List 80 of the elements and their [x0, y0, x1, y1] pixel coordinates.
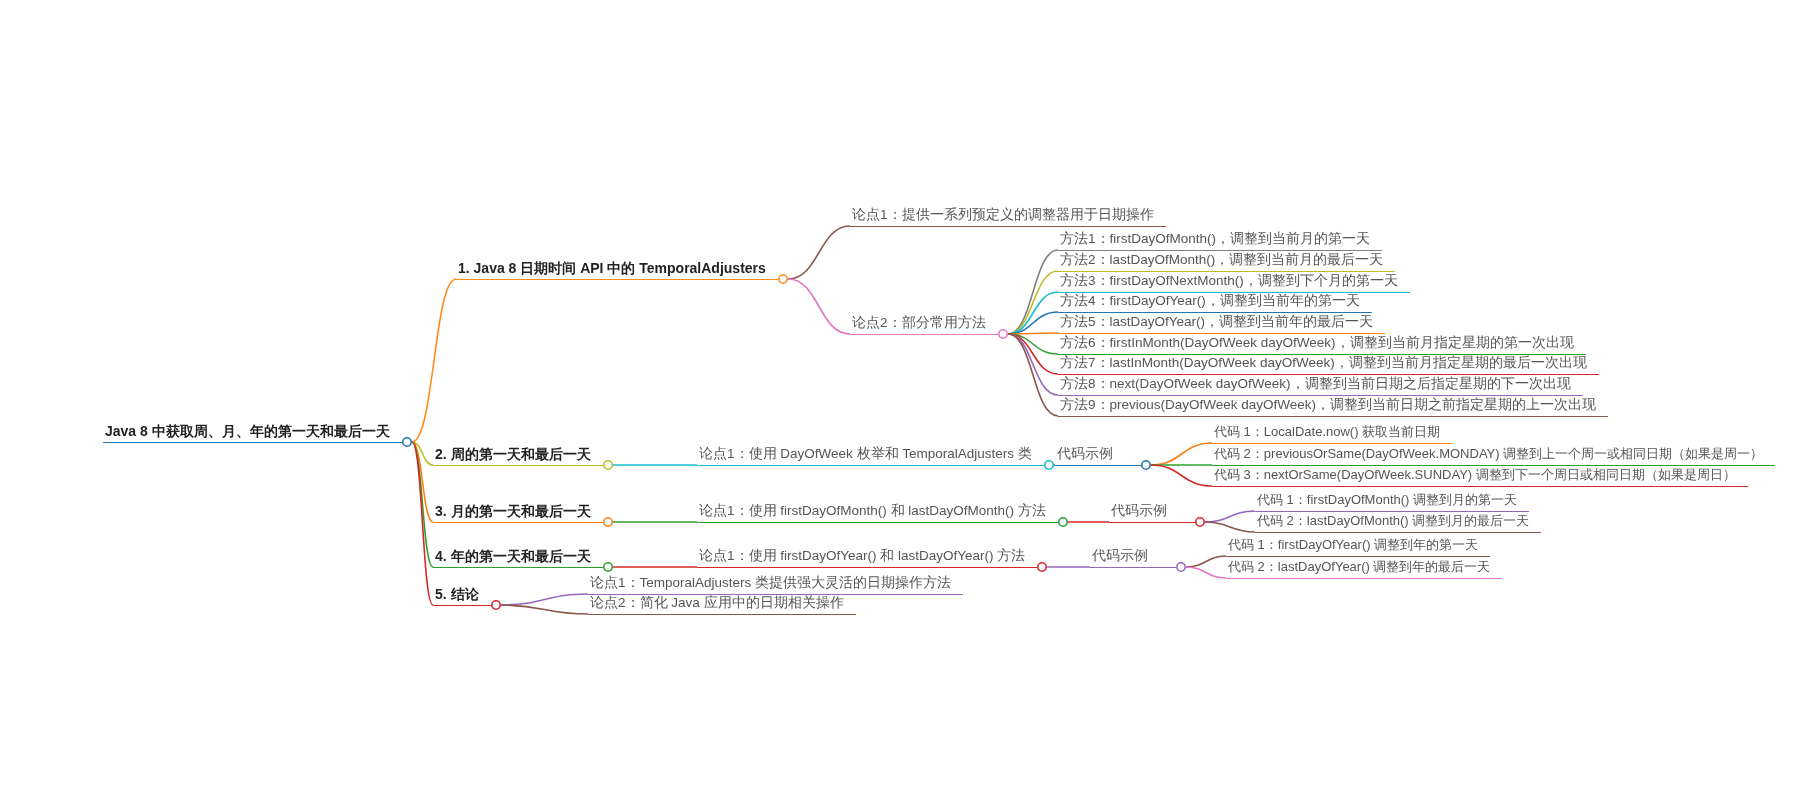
- topic-node: [1058, 230, 1383, 251]
- topic-text: 方法3：firstDayOfNextMonth()，调整到下个月的第一天: [1060, 273, 1398, 288]
- branch-line: [612, 521, 698, 523]
- branch-line: [500, 604, 589, 615]
- topic-node: [433, 502, 603, 523]
- topic-text: 论点1：TemporalAdjusters 类提供强大灵活的日期操作方法: [590, 575, 952, 590]
- topic-node: [1212, 466, 1748, 487]
- topic-node: [850, 314, 998, 335]
- branch-line: [411, 441, 434, 466]
- branch-line: [612, 566, 698, 568]
- topic-node: [1058, 251, 1396, 272]
- topic-text: 方法7：lastInMonth(DayOfWeek dayOfWeek)，调整到当前月指定星期的最后一次出现: [1060, 355, 1587, 370]
- branch-line: [612, 464, 698, 466]
- topic-node: [1255, 491, 1530, 512]
- topic-node: [588, 574, 964, 595]
- branch-line: [1204, 521, 1256, 533]
- topic-node: [1058, 375, 1583, 396]
- topic-node: [850, 206, 1166, 227]
- topic-node: [1212, 423, 1453, 444]
- topic-text: 代码 1：firstDayOfMonth() 调整到月的第一天: [1257, 492, 1518, 507]
- topic-text: 论点1：使用 firstDayOfMonth() 和 lastDayOfMonth() 方法: [699, 503, 1046, 518]
- topic-text: 代码 2：lastDayOfYear() 调整到年的最后一天: [1228, 559, 1491, 574]
- topic-text: 方法8：next(DayOfWeek dayOfWeek)，调整到当前日期之后指定星期的下一次出现: [1060, 376, 1571, 391]
- topic-text: 4. 年的第一天和最后一天: [435, 548, 591, 564]
- topic-text: 代码示例: [1111, 503, 1167, 518]
- topic-text: 代码 1：LocalDate.now() 获取当前日期: [1214, 424, 1441, 439]
- topic-text: 代码 1：firstDayOfYear() 调整到年的第一天: [1228, 537, 1479, 552]
- topic-node: [1058, 354, 1599, 375]
- topic-text: 论点1：使用 DayOfWeek 枚举和 TemporalAdjusters 类: [699, 446, 1032, 461]
- topic-text: 代码 2：lastDayOfMonth() 调整到月的最后一天: [1257, 513, 1530, 528]
- branch-line: [1185, 566, 1227, 579]
- topic-node: [1212, 445, 1776, 466]
- topic-text: 论点1：使用 firstDayOfYear() 和 lastDayOfYear() 方法: [699, 548, 1026, 563]
- topic-node: [588, 594, 856, 615]
- topic-node: [1058, 334, 1586, 355]
- topic-node: [1055, 445, 1141, 466]
- branch-line: [1067, 521, 1110, 523]
- topic-text: 代码示例: [1057, 446, 1113, 461]
- topic-text: 1. Java 8 日期时间 API 中的 TemporalAdjusters: [458, 260, 766, 276]
- topic-node: [1226, 536, 1491, 557]
- topic-node: [697, 547, 1038, 568]
- topic-node: [433, 445, 603, 466]
- topic-text: 论点2：部分常用方法: [852, 315, 986, 330]
- topic-text: 方法4：firstDayOfYear()，调整到当前年的第一天: [1060, 293, 1360, 308]
- topic-node: [697, 445, 1044, 466]
- branch-line: [411, 441, 434, 606]
- topic-text: 3. 月的第一天和最后一天: [435, 503, 591, 519]
- topic-text: 论点2：简化 Java 应用中的日期相关操作: [590, 595, 844, 610]
- topic-node: [697, 502, 1058, 523]
- topic-text: 5. 结论: [435, 586, 479, 602]
- branch-line: [1007, 333, 1059, 417]
- topic-node: [1058, 396, 1609, 417]
- topic-node: [1058, 272, 1410, 293]
- topic-node: [456, 259, 778, 280]
- branch-line: [1046, 566, 1091, 568]
- branch-line: [787, 278, 851, 335]
- branch-line: [411, 441, 434, 568]
- topic-node: [103, 422, 402, 443]
- topic-node: [1058, 292, 1372, 313]
- branch-line: [1053, 464, 1056, 466]
- topic-text: 论点1：提供一系列预定义的调整器用于日期操作: [852, 207, 1154, 222]
- topic-node: [1226, 558, 1503, 579]
- topic-node: [1109, 502, 1195, 523]
- branch-line: [1150, 464, 1213, 487]
- topic-node: [1090, 547, 1176, 568]
- topic-text: 方法1：firstDayOfMonth()，调整到当前月的第一天: [1060, 231, 1371, 246]
- topic-text: 2. 周的第一天和最后一天: [435, 446, 591, 462]
- topic-text: Java 8 中获取周、月、年的第一天和最后一天: [105, 423, 390, 439]
- topic-text: 代码示例: [1092, 548, 1148, 563]
- topic-text: 方法6：firstInMonth(DayOfWeek dayOfWeek)，调整到当前月指定星期的第一次出现: [1060, 335, 1574, 350]
- topic-node: [1255, 512, 1542, 533]
- topic-text: 代码 3：nextOrSame(DayOfWeek.SUNDAY) 调整到下一个周日或相同日期（如果是周日）: [1214, 467, 1736, 482]
- topic-text: 方法2：lastDayOfMonth()，调整到当前月的最后一天: [1060, 252, 1384, 267]
- topic-node: [433, 547, 603, 568]
- topic-node: [1058, 313, 1386, 334]
- topic-text: 代码 2：previousOrSame(DayOfWeek.MONDAY) 调整到上一个周一或相同日期（如果是周一）: [1214, 446, 1764, 461]
- topic-text: 方法5：lastDayOfYear()，调整到当前年的最后一天: [1060, 314, 1374, 329]
- branch-line: [411, 278, 457, 443]
- topic-node: [433, 585, 491, 606]
- topic-text: 方法9：previous(DayOfWeek dayOfWeek)，调整到当前日期之前指定星期的上一次出现: [1060, 397, 1597, 412]
